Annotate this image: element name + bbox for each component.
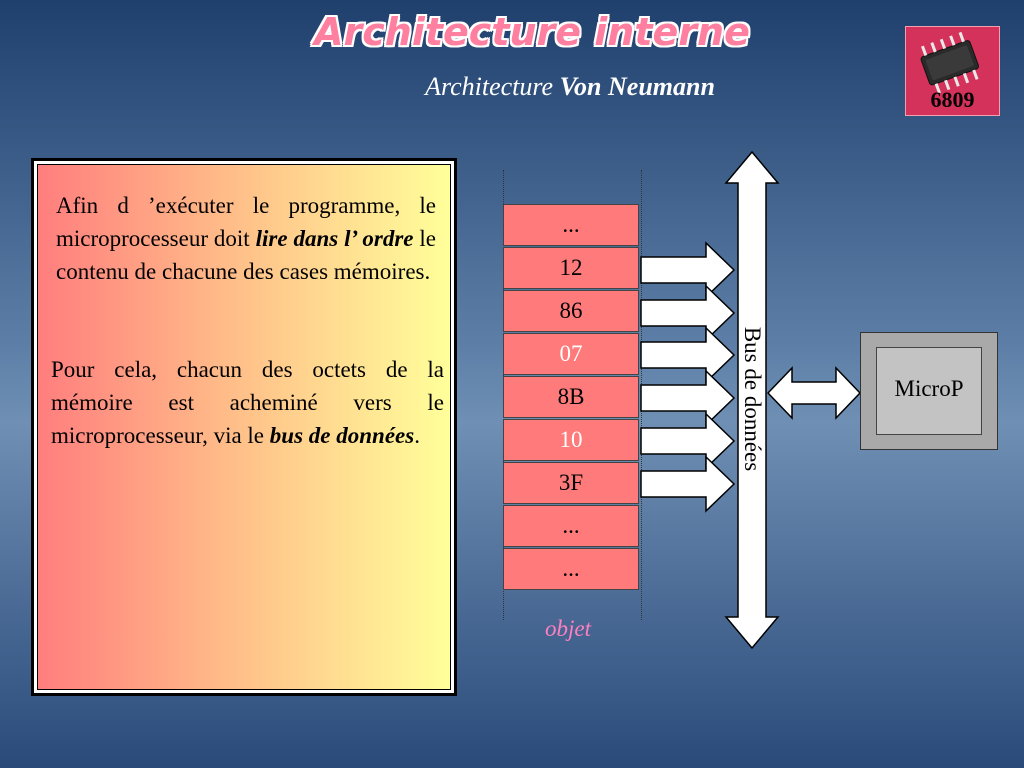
memory-cell: 12 — [503, 247, 639, 289]
memory-label: objet — [545, 616, 591, 641]
microprocessor-label: MicroP — [894, 376, 964, 401]
memory-cell: 8B — [503, 376, 639, 418]
slide-subtitle: Architecture Von Neumann — [0, 72, 1024, 102]
subtitle-plain: Architecture — [425, 72, 554, 101]
memory-cell: ... — [503, 548, 639, 590]
transfer-arrow — [640, 241, 736, 299]
memory-cell: 3F — [503, 462, 639, 504]
memory-cell: 07 — [503, 333, 639, 375]
transfer-arrow — [640, 455, 736, 513]
microprocessor-box: MicroP — [860, 332, 998, 450]
data-bus-arrow — [724, 150, 780, 650]
logo-6809: 6809 — [905, 26, 1000, 116]
memory-cell: 86 — [503, 290, 639, 332]
transfer-arrow — [640, 412, 736, 470]
transfer-arrow — [640, 284, 736, 342]
slide-title: Architecture interne — [314, 10, 750, 54]
memory-cell: 10 — [503, 419, 639, 461]
explanation-paragraph-1: Afin d ’exécuter le programme, le microp… — [56, 193, 436, 284]
chip-icon — [920, 31, 979, 94]
explanation-box: Afin d ’exécuter le programme, le microp… — [31, 158, 457, 696]
logo-label: 6809 — [930, 87, 975, 112]
transfer-arrow — [640, 326, 736, 384]
memory-cell: ... — [503, 204, 639, 246]
transfer-arrow — [640, 369, 736, 427]
subtitle-bold: Von Neumann — [559, 72, 715, 101]
memory-cell: ... — [503, 505, 639, 547]
explanation-paragraph-2: Pour cela, chacun des octets de la mémoi… — [51, 357, 444, 448]
bus-cpu-arrow — [766, 366, 862, 420]
